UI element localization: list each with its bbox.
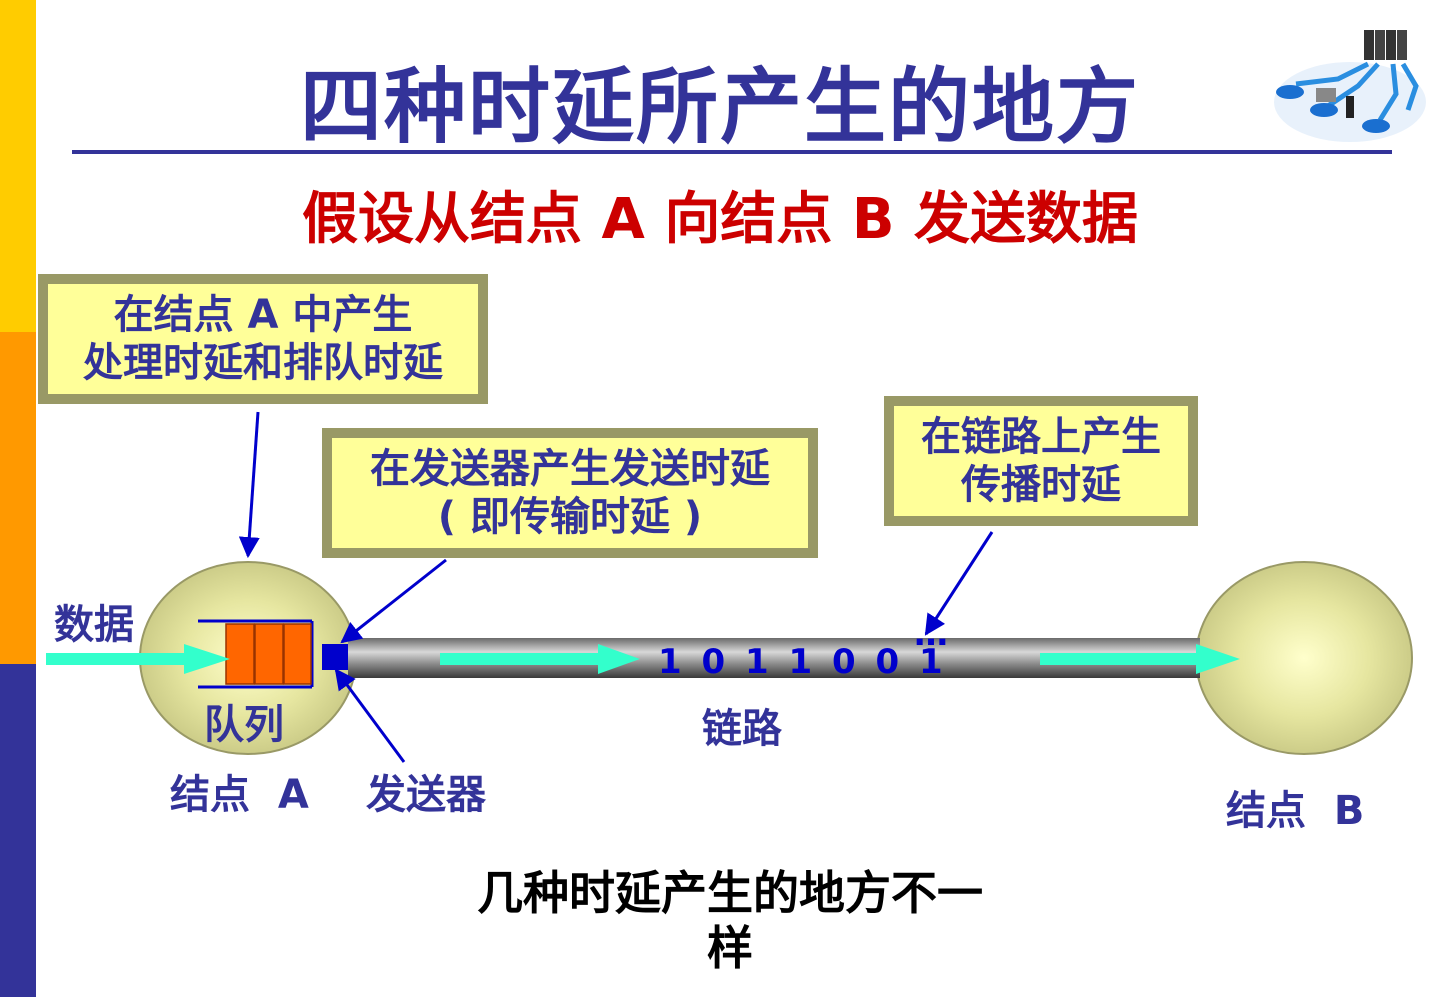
network-topology-icon: [1274, 30, 1426, 142]
side-bar-blue: [0, 664, 36, 997]
queue: [198, 619, 314, 689]
caption-line2: 样: [707, 921, 753, 976]
side-bar-orange: [0, 332, 36, 664]
label-link: 链路: [702, 706, 782, 752]
slide-caption: 几种时延产生的地方不一 样: [400, 866, 1060, 976]
callout-propagation-delay: 在链路上产生 传播时延: [884, 396, 1198, 526]
title-rule: [72, 150, 1392, 154]
pointer-arrow-transmitter: [340, 558, 447, 644]
callout-transmission-delay: 在发送器产生发送时延 ( 即传输时延 ): [322, 428, 818, 558]
pointer-arrow-node-a: [238, 411, 260, 559]
label-ellipsis: …: [914, 614, 948, 654]
callout-link-line2: 传播时延: [961, 462, 1121, 508]
callout-link-line1: 在链路上产生: [921, 414, 1161, 460]
flow-arrow-link: [440, 644, 640, 674]
caption-line1: 几种时延产生的地方不一: [477, 866, 983, 920]
flow-arrow-input: [46, 644, 230, 674]
pointer-arrow-transmitter-label: [334, 668, 406, 763]
transmitter-block: [322, 644, 348, 670]
slide-subtitle: 假设从结点 A 向结点 B 发送数据: [301, 187, 1138, 252]
callout-transmitter-line2: ( 即传输时延 ): [437, 494, 703, 540]
label-transmitter: 发送器: [366, 772, 486, 818]
pointer-arrow-link: [924, 531, 994, 636]
callout-node-a-line2: 处理时延和排队时延: [83, 340, 443, 386]
label-data: 数据: [54, 602, 134, 648]
label-node-b: 结点 B: [1226, 788, 1365, 834]
side-bar-yellow: [0, 0, 36, 332]
label-node-a: 结点 A: [170, 772, 309, 818]
label-bits: 1 0 1 1 0 0 1: [658, 642, 947, 682]
callout-transmitter-line1: 在发送器产生发送时延: [370, 446, 770, 492]
slide-title: 四种时延所产生的地方: [299, 60, 1140, 155]
flow-arrow-node-b: [1040, 644, 1240, 674]
callout-node-a-line1: 在结点 A 中产生: [113, 292, 413, 338]
label-queue: 队列: [204, 702, 284, 748]
callout-node-a-delay: 在结点 A 中产生 处理时延和排队时延: [38, 274, 488, 404]
